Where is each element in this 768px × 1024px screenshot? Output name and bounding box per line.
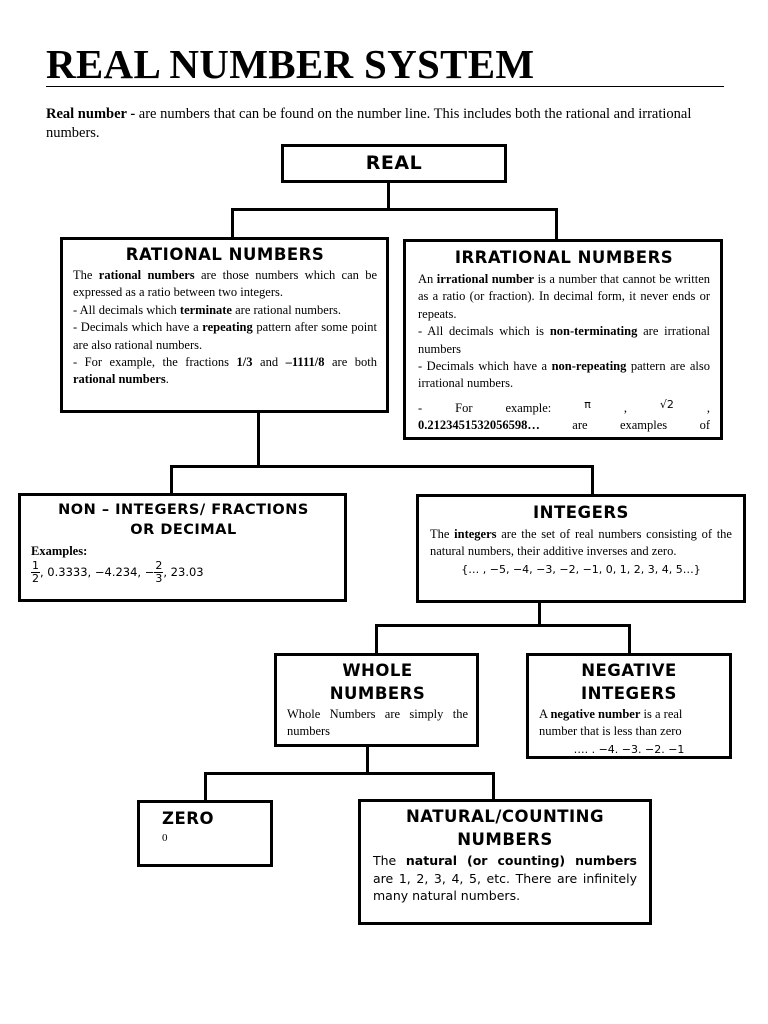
connector-whole-down xyxy=(366,746,369,774)
connector-whole-bar xyxy=(204,772,495,775)
connector-to-irrational xyxy=(555,208,558,241)
examples-label: Examples: xyxy=(31,544,88,558)
connector-to-negative xyxy=(628,624,631,655)
integers-definition: The integers are the set of real numbers… xyxy=(430,527,732,559)
connector-rational-bar xyxy=(170,465,594,468)
zero-value: 0 xyxy=(162,832,168,844)
connector-to-zero xyxy=(204,772,207,802)
non-integers-box: NON – INTEGERS/ FRACTIONS OR DECIMAL Exa… xyxy=(18,493,347,602)
irrational-example-cont: 0.2123451532056598… are examples of xyxy=(418,418,710,433)
non-integers-title: NON – INTEGERS/ FRACTIONS OR DECIMAL xyxy=(58,502,309,538)
irrational-example: - For example: π , √2 , xyxy=(418,397,711,415)
integers-set: {… , −5, −4, −3, −2, −1, 0, 1, 2, 3, 4, … xyxy=(461,562,701,576)
sqrt2-symbol: √2 xyxy=(659,397,674,411)
intro-term: Real number - xyxy=(46,106,136,122)
whole-title: WHOLE NUMBERS xyxy=(329,661,426,703)
irrational-nonterminating-note: - All decimals which is non-terminating … xyxy=(418,324,711,356)
irrational-description: An irrational number is a number that ca… xyxy=(418,271,710,435)
real-title: REAL xyxy=(365,152,423,174)
rational-terminate-note: - All decimals which terminate are ratio… xyxy=(73,302,341,317)
natural-definition: The natural (or counting) numbers are 1,… xyxy=(373,853,637,903)
irrational-nonrepeating-note: - Decimals which have a non-repeating pa… xyxy=(418,359,710,391)
irrational-definition: An irrational number is a number that ca… xyxy=(418,272,710,321)
connector-to-integers xyxy=(591,465,594,496)
rational-description: The rational numbers are those numbers w… xyxy=(73,267,377,389)
intro-text: are numbers that can be found on the num… xyxy=(46,106,692,141)
natural-description: The natural (or counting) numbers are 1,… xyxy=(373,852,637,905)
connector-integers-down xyxy=(538,601,541,626)
rational-repeating-note: - Decimals which have a repeating patter… xyxy=(73,320,377,352)
natural-title: NATURAL/COUNTING NUMBERS xyxy=(405,807,605,849)
rational-title: RATIONAL NUMBERS xyxy=(125,245,325,264)
connector-to-natural xyxy=(492,772,495,801)
zero-title: ZERO xyxy=(162,809,214,828)
irrational-title: IRRATIONAL NUMBERS xyxy=(454,248,674,267)
page-title: REAL NUMBER SYSTEM xyxy=(46,41,535,87)
rational-numbers-box: RATIONAL NUMBERS The rational numbers ar… xyxy=(60,237,389,413)
title-divider xyxy=(46,86,724,87)
natural-numbers-box: NATURAL/COUNTING NUMBERS The natural (or… xyxy=(358,799,652,925)
connector-to-non-integers xyxy=(170,465,173,495)
rational-definition: The rational numbers are those numbers w… xyxy=(73,268,378,300)
connector-to-rational xyxy=(231,208,234,239)
pi-symbol: π xyxy=(584,397,591,411)
intro-paragraph: Real number - are numbers that can be fo… xyxy=(46,105,706,143)
negative-definition: A negative number is a real number that … xyxy=(539,707,683,739)
integers-description: The integers are the set of real numbers… xyxy=(430,526,732,578)
negative-sequence: …. . −4. −3. −2. −1 xyxy=(573,742,685,756)
integers-box: INTEGERS The integers are the set of rea… xyxy=(416,494,746,603)
irrational-numbers-box: IRRATIONAL NUMBERS An irrational number … xyxy=(403,239,723,440)
zero-box: ZERO 0 xyxy=(137,800,273,867)
connector-integers-bar xyxy=(375,624,631,627)
connector-to-whole xyxy=(375,624,378,655)
negative-title: NEGATIVE INTEGERS xyxy=(581,661,677,703)
connector-rational-down xyxy=(257,412,260,467)
connector-real-down xyxy=(387,181,390,210)
negative-description: A negative number is a real number that … xyxy=(539,706,719,758)
whole-description: Whole Numbers are simply the numbers xyxy=(287,707,468,739)
integers-title: INTEGERS xyxy=(533,503,629,522)
real-box: REAL xyxy=(281,144,507,183)
negative-integers-box: NEGATIVE INTEGERS A negative number is a… xyxy=(526,653,732,759)
rational-example: - For example, the fractions 1/3 and –11… xyxy=(73,355,377,387)
whole-numbers-box: WHOLE NUMBERS Whole Numbers are simply t… xyxy=(274,653,479,747)
connector-real-bar xyxy=(231,208,558,211)
